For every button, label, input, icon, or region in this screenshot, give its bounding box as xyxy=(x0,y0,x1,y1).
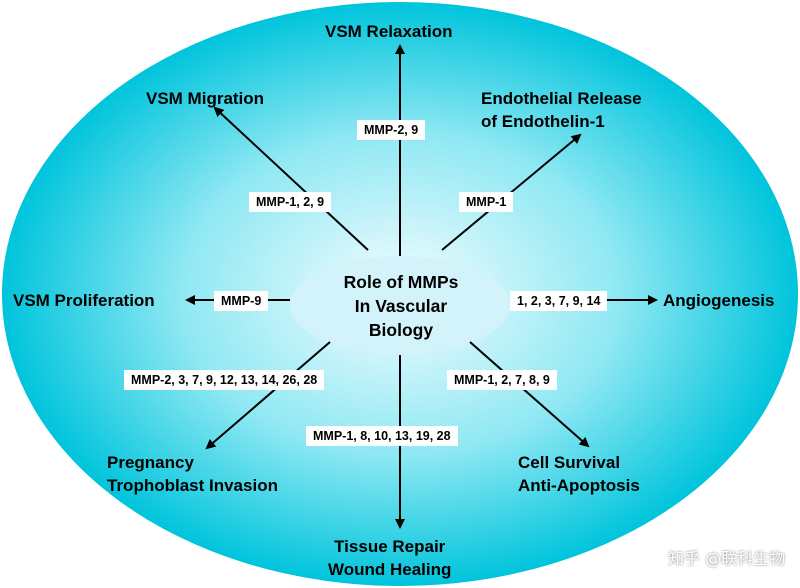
outcome-endothelin-line-1: Endothelial Release xyxy=(481,89,642,108)
outcome-pregnancy: Pregnancy Trophoblast Invasion xyxy=(107,451,278,497)
arrow-pregnancy xyxy=(205,341,331,450)
watermark: 知乎 @联科生物 xyxy=(668,549,786,568)
outcome-cell-survival: Cell Survival Anti-Apoptosis xyxy=(518,451,640,497)
outcome-angiogenesis: Angiogenesis xyxy=(663,289,774,312)
mmp-label-pregnancy: MMP-2, 3, 7, 9, 12, 13, 14, 26, 28 xyxy=(124,370,325,390)
mmp-label-relaxation: MMP-2, 9 xyxy=(357,120,426,140)
mmp-label-migration: MMP-1, 2, 9 xyxy=(249,192,332,212)
outcome-proliferation: VSM Proliferation xyxy=(13,289,155,312)
outcome-tissue-repair-line-1: Tissue Repair xyxy=(334,537,446,556)
arrow-migration xyxy=(213,106,369,251)
outcome-pregnancy-line-1: Pregnancy xyxy=(107,453,194,472)
arrow-cell-survival xyxy=(469,341,590,448)
mmp-label-angiogenesis: 1, 2, 3, 7, 9, 14 xyxy=(510,291,608,311)
outcome-pregnancy-line-2: Trophoblast Invasion xyxy=(107,476,278,495)
mmp-label-cell-survival: MMP-1, 2, 7, 8, 9 xyxy=(447,370,557,390)
outcome-migration-line-1: VSM Migration xyxy=(146,89,265,108)
outcome-proliferation-line-1: VSM Proliferation xyxy=(13,291,155,310)
mmp-label-proliferation: MMP-9 xyxy=(214,291,269,311)
center-line-3: Biology xyxy=(368,320,434,340)
outcome-relaxation-line-1: VSM Relaxation xyxy=(325,22,453,41)
center-line-2: In Vascular xyxy=(354,296,448,316)
outcome-cell-survival-line-1: Cell Survival xyxy=(518,453,621,472)
outcome-endothelin-line-2: of Endothelin-1 xyxy=(481,112,605,131)
outcome-relaxation: VSM Relaxation xyxy=(325,20,453,43)
outcome-angiogenesis-line-1: Angiogenesis xyxy=(663,291,775,310)
outcome-cell-survival-line-2: Anti-Apoptosis xyxy=(518,476,640,495)
outcome-migration: VSM Migration xyxy=(146,87,264,110)
mmp-label-endothelin: MMP-1 xyxy=(459,192,514,212)
center-line-1: Role of MMPs xyxy=(343,272,459,292)
outcome-endothelin: Endothelial Release of Endothelin-1 xyxy=(481,87,642,133)
mmp-label-tissue-repair: MMP-1, 8, 10, 13, 19, 28 xyxy=(306,426,458,446)
center-label: Role of MMPs In Vascular Biology xyxy=(290,258,512,354)
outcome-tissue-repair-line-2: Wound Healing xyxy=(328,560,452,579)
outcome-tissue-repair: Tissue Repair Wound Healing xyxy=(328,535,451,581)
center-ellipse xyxy=(290,256,510,354)
